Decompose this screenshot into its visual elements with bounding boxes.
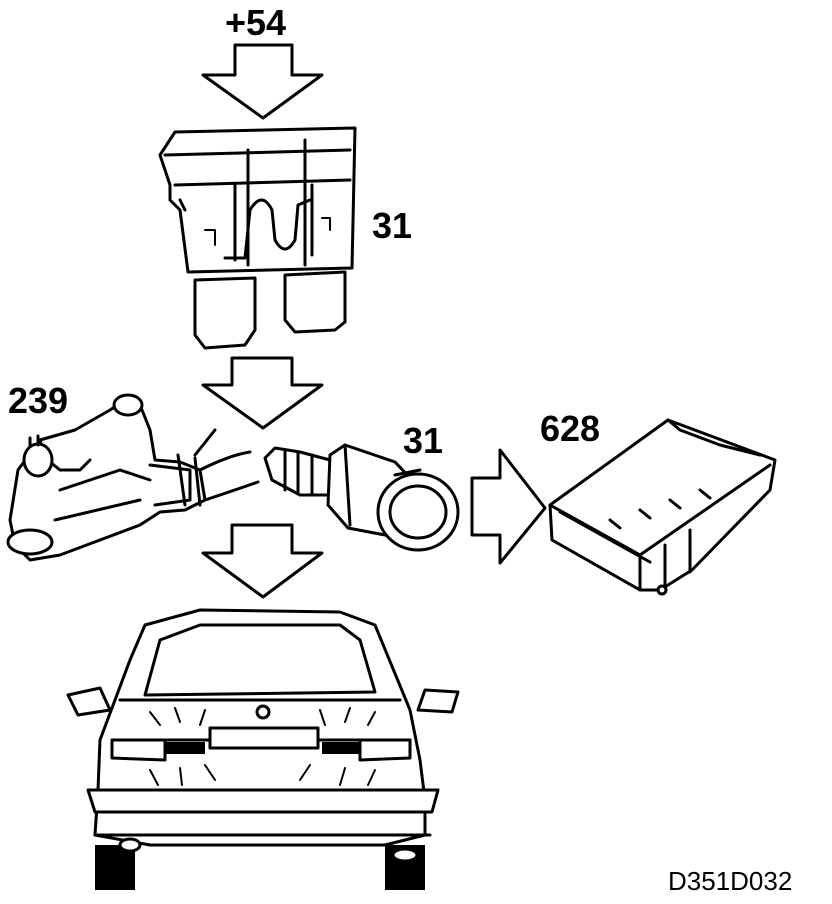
- blade-fuse-icon: [158, 126, 357, 350]
- arrow-down-icon: [201, 356, 324, 430]
- wiper-motor-icon: [6, 393, 260, 562]
- arrow-down-icon: [201, 523, 324, 599]
- switch-label: 31: [403, 420, 444, 461]
- figure-code: D351D032: [668, 866, 793, 896]
- supply-label: +54: [225, 2, 287, 43]
- car-rear-view-icon: [66, 608, 460, 890]
- arrow-right-icon: [470, 448, 547, 565]
- arrow-down-icon: [201, 43, 324, 120]
- wiper-motor-label: 239: [8, 380, 69, 421]
- fuse-label: 31: [372, 205, 413, 246]
- pressure-switch-icon: [263, 443, 460, 552]
- control-module-icon: [548, 418, 777, 596]
- control-module-label: 628: [540, 408, 601, 449]
